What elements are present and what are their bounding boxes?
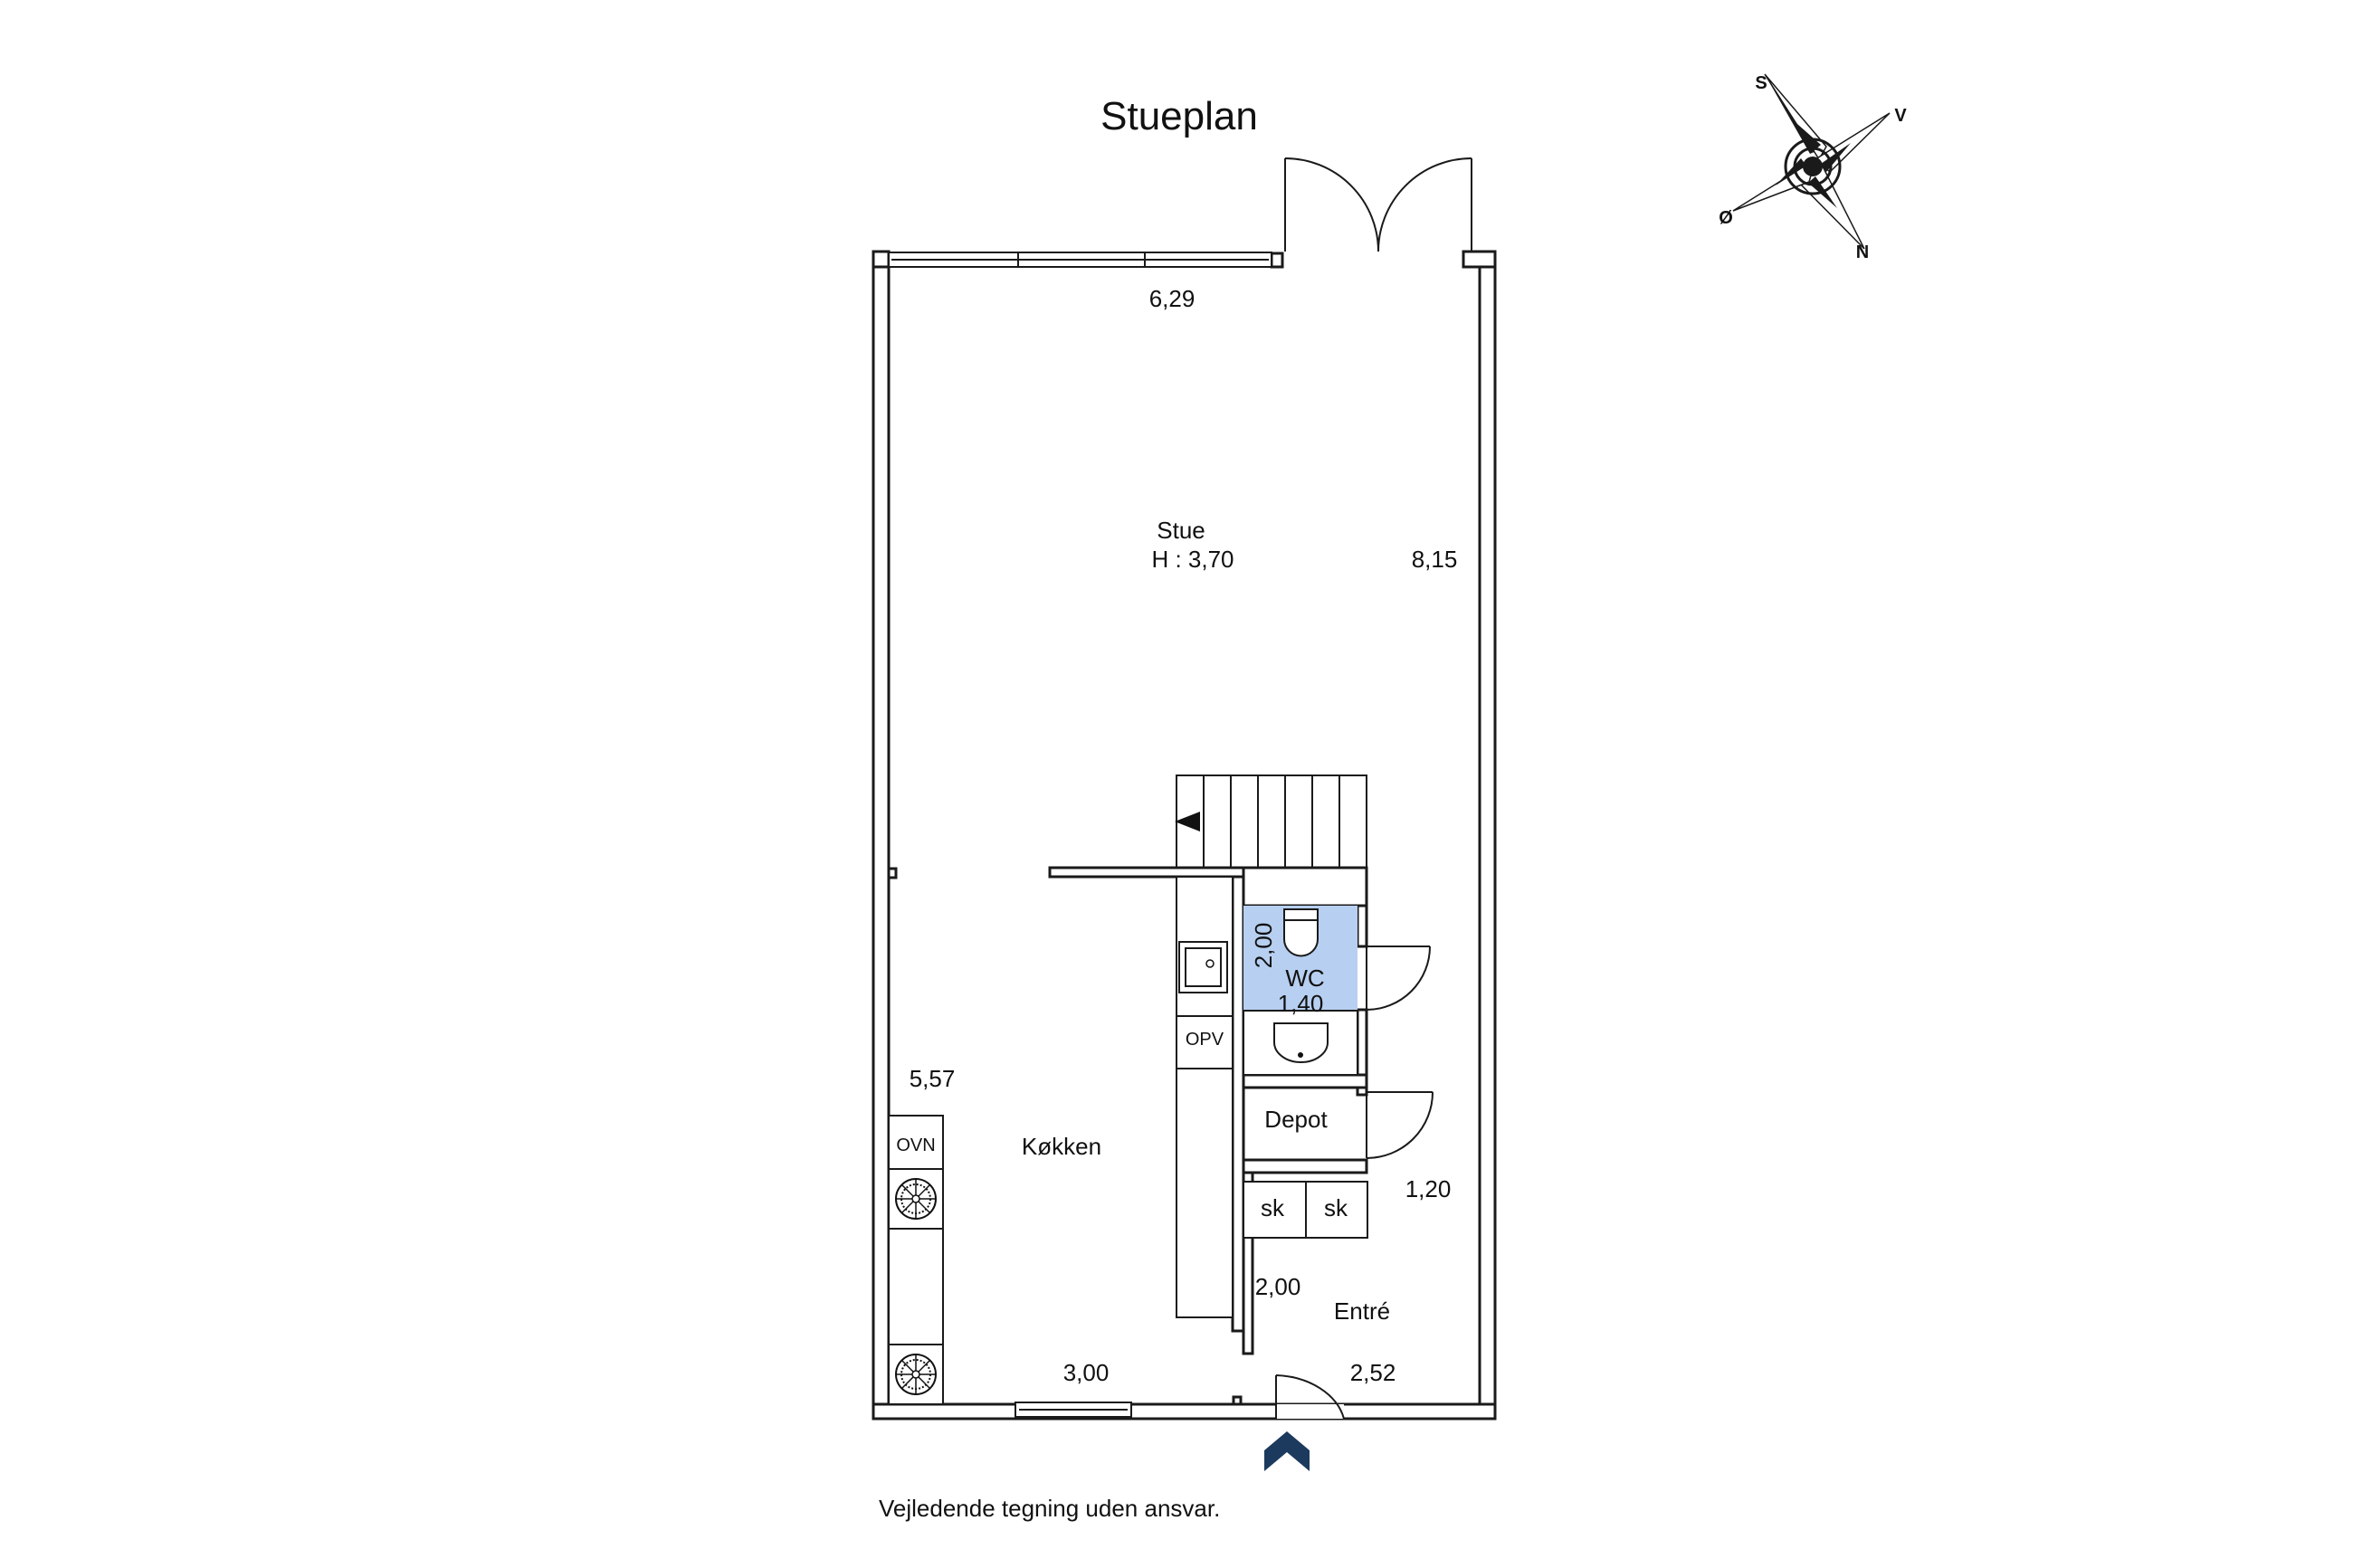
room-depot-name: Depot xyxy=(1264,1106,1328,1133)
bottom-window xyxy=(1015,1402,1132,1418)
compass-rose-icon xyxy=(1732,73,1891,250)
room-stue-height: H : 3,70 xyxy=(1151,546,1234,573)
wc-name: WC xyxy=(1285,965,1324,992)
closet-2-label: sk xyxy=(1324,1194,1348,1221)
toilet-icon xyxy=(1283,908,1319,957)
compass-label-s: S xyxy=(1755,73,1767,93)
depot-door xyxy=(1366,1091,1434,1159)
dim-entre-length: 2,00 xyxy=(1255,1273,1301,1300)
closets xyxy=(1243,1181,1368,1239)
disclaimer: Vejledende tegning uden ansvar. xyxy=(879,1495,1220,1522)
dim-entre-width: 2,52 xyxy=(1350,1359,1396,1386)
dishwasher-label: OPV xyxy=(1186,1030,1224,1050)
plan-title: Stueplan xyxy=(1100,94,1258,138)
oven-label: OVN xyxy=(896,1136,935,1155)
sink-icon xyxy=(1178,941,1228,993)
dim-right-length: 8,15 xyxy=(1412,546,1458,573)
dim-closet-width: 1,20 xyxy=(1405,1175,1452,1202)
extractor-fan-icon xyxy=(895,1178,937,1220)
staircase xyxy=(1175,774,1367,871)
dim-kitchen-width: 3,00 xyxy=(1063,1359,1110,1386)
dim-kitchen-length: 5,57 xyxy=(910,1065,956,1092)
room-stue-name: Stue xyxy=(1157,517,1205,544)
top-window xyxy=(888,252,1272,268)
entrance-arrow-icon xyxy=(1264,1431,1310,1471)
compass-label-v: V xyxy=(1894,106,1907,126)
french-doors xyxy=(1284,157,1472,252)
closet-1-label: sk xyxy=(1261,1194,1285,1221)
wc-width: 1,40 xyxy=(1278,990,1324,1017)
kitchen-counter-left xyxy=(888,1115,944,1405)
room-entre-name: Entré xyxy=(1334,1297,1390,1325)
compass-label-o: Ø xyxy=(1719,208,1733,228)
washbasin-icon xyxy=(1243,1010,1358,1076)
entrance-door xyxy=(1275,1374,1345,1420)
extractor-fan-icon xyxy=(895,1354,937,1395)
wc-length: 2,00 xyxy=(1250,923,1277,969)
compass-label-n: N xyxy=(1856,242,1869,262)
room-kokken-name: Køkken xyxy=(1022,1133,1101,1160)
wc-door xyxy=(1366,946,1431,1011)
stair-direction-arrow-icon xyxy=(1175,812,1200,832)
dim-top-width: 6,29 xyxy=(1149,285,1196,312)
